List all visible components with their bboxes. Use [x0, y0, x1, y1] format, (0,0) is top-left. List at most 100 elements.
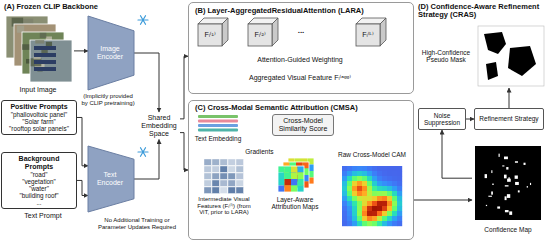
- illustration-rect: [367, 211, 372, 216]
- illustration-rect: [342, 196, 347, 201]
- illustration-rect: [30, 40, 72, 82]
- illustration-rect: [499, 154, 500, 157]
- illustration-rect: [298, 173, 305, 180]
- illustration-rect: [367, 176, 372, 181]
- process-box: Cross-Model Similarity Score: [272, 114, 334, 136]
- illustration-rect: [357, 176, 362, 181]
- illustration-rect: [372, 201, 377, 206]
- illustration-rect: [347, 181, 352, 186]
- illustration-rect: [357, 166, 362, 171]
- illustration-rect: [362, 181, 367, 186]
- illustration-rect: [397, 201, 402, 206]
- connector-arrow: [74, 50, 88, 51]
- illustration-rect: [236, 173, 244, 180]
- illustration-rect: [392, 191, 397, 196]
- illustration-rect: [362, 176, 367, 181]
- text-box: Input Image: [2, 84, 74, 96]
- connector-arrow: [509, 88, 510, 108]
- node-text: "Solar farm": [22, 118, 56, 125]
- connector-arrow: [408, 200, 472, 201]
- illustration-rect: [387, 196, 392, 201]
- illustration-rect: [372, 176, 377, 181]
- node-text: Shared Embedding Space: [139, 114, 179, 137]
- illustration-rect: [278, 166, 285, 173]
- illustration-rect: [507, 194, 510, 198]
- connector-arrow: [180, 133, 188, 170]
- illustration-line: [141, 148, 146, 157]
- node-text: Noise Suppression: [420, 112, 464, 127]
- feature-layer-cube: Fₗ⁽¹⁾: [198, 18, 228, 46]
- illustration-rect: [34, 53, 56, 57]
- text-box: Aggregated Visual Feature Fₗ⁽ᵃᵍᵍ⁾: [225, 72, 375, 84]
- text-box: Confidence Map: [472, 222, 544, 238]
- node-text: Positive Prompts: [10, 103, 67, 111]
- illustration-rect: [278, 179, 285, 186]
- illustration-rect: [362, 201, 367, 206]
- illustration-rect: [228, 159, 236, 166]
- illustration-rect: [357, 201, 362, 206]
- illustration-polygon: [222, 18, 228, 46]
- illustration-rect: [486, 205, 487, 206]
- illustration-rect: [377, 201, 382, 206]
- node-text: Confidence Map: [484, 226, 531, 233]
- node-text: "water": [29, 185, 49, 192]
- illustration-rect: [342, 171, 347, 176]
- illustration-rect: [392, 201, 397, 206]
- illustration-rect: [372, 206, 377, 211]
- illustration-rect: [352, 181, 357, 186]
- illustration-rect: [367, 201, 372, 206]
- illustration-rect: [392, 176, 397, 181]
- illustration-rect: [357, 211, 362, 216]
- cam-heatmap: Raw Cross-Model CAM: [336, 146, 408, 236]
- embedding-space-box: Shared Embedding Space: [138, 112, 180, 139]
- connector-arrow: [77, 180, 88, 195]
- illustration-rect: [491, 191, 493, 194]
- text-box: Text Embedding: [194, 133, 242, 144]
- illustration-rect: [34, 67, 56, 71]
- illustration-rect: [377, 176, 382, 181]
- illustration-rect: [392, 181, 397, 186]
- connector-arrow: [134, 53, 159, 112]
- illustration-rect: [362, 196, 367, 201]
- illustration-rect: [198, 115, 238, 118]
- text-box: High-Confidence Pseudo Mask: [418, 24, 474, 88]
- illustration-rect: [291, 186, 298, 193]
- illustration-rect: [382, 186, 387, 191]
- illustration-rect: [485, 174, 487, 178]
- illustration-rect: [342, 181, 347, 186]
- illustration-rect: [372, 211, 377, 216]
- illustration-rect: [236, 166, 244, 173]
- node-text: Intermediate Visual Features (Fₗ⁽ˡ⁾) (fr…: [192, 196, 256, 216]
- illustration-rect: [204, 187, 212, 194]
- illustration-line: [141, 16, 146, 25]
- illustration-rect: [387, 201, 392, 206]
- illustration-rect: [248, 24, 272, 46]
- illustration-rect: [228, 187, 236, 194]
- illustration-rect: [204, 166, 212, 173]
- snowflake-icon: [138, 16, 148, 25]
- illustration-rect: [236, 159, 244, 166]
- illustration-rect: [488, 196, 492, 197]
- illustration-path: [484, 32, 506, 54]
- illustration-rect: [397, 216, 402, 221]
- node-text: ...: [36, 199, 41, 206]
- illustration-rect: [475, 146, 541, 220]
- illustration-polygon: [272, 18, 278, 46]
- snowflake-icon: [138, 148, 148, 157]
- illustration-rect: [347, 166, 352, 171]
- illustration-rect: [285, 186, 292, 193]
- illustration-rect: [362, 221, 367, 226]
- illustration-rect: [367, 216, 372, 221]
- illustration-rect: [285, 173, 292, 180]
- illustration-rect: [220, 187, 228, 194]
- illustration-rect: [367, 171, 372, 176]
- illustration-rect: [377, 211, 382, 216]
- illustration-rect: [342, 211, 347, 216]
- illustration-polygon: [88, 146, 134, 212]
- illustration-rect: [382, 191, 387, 196]
- illustration-rect: [204, 173, 212, 180]
- illustration-rect: [198, 24, 222, 46]
- illustration-rect: [387, 221, 392, 226]
- step-text: Attention-Guided Weighting: [245, 54, 355, 65]
- illustration-rect: [387, 176, 392, 181]
